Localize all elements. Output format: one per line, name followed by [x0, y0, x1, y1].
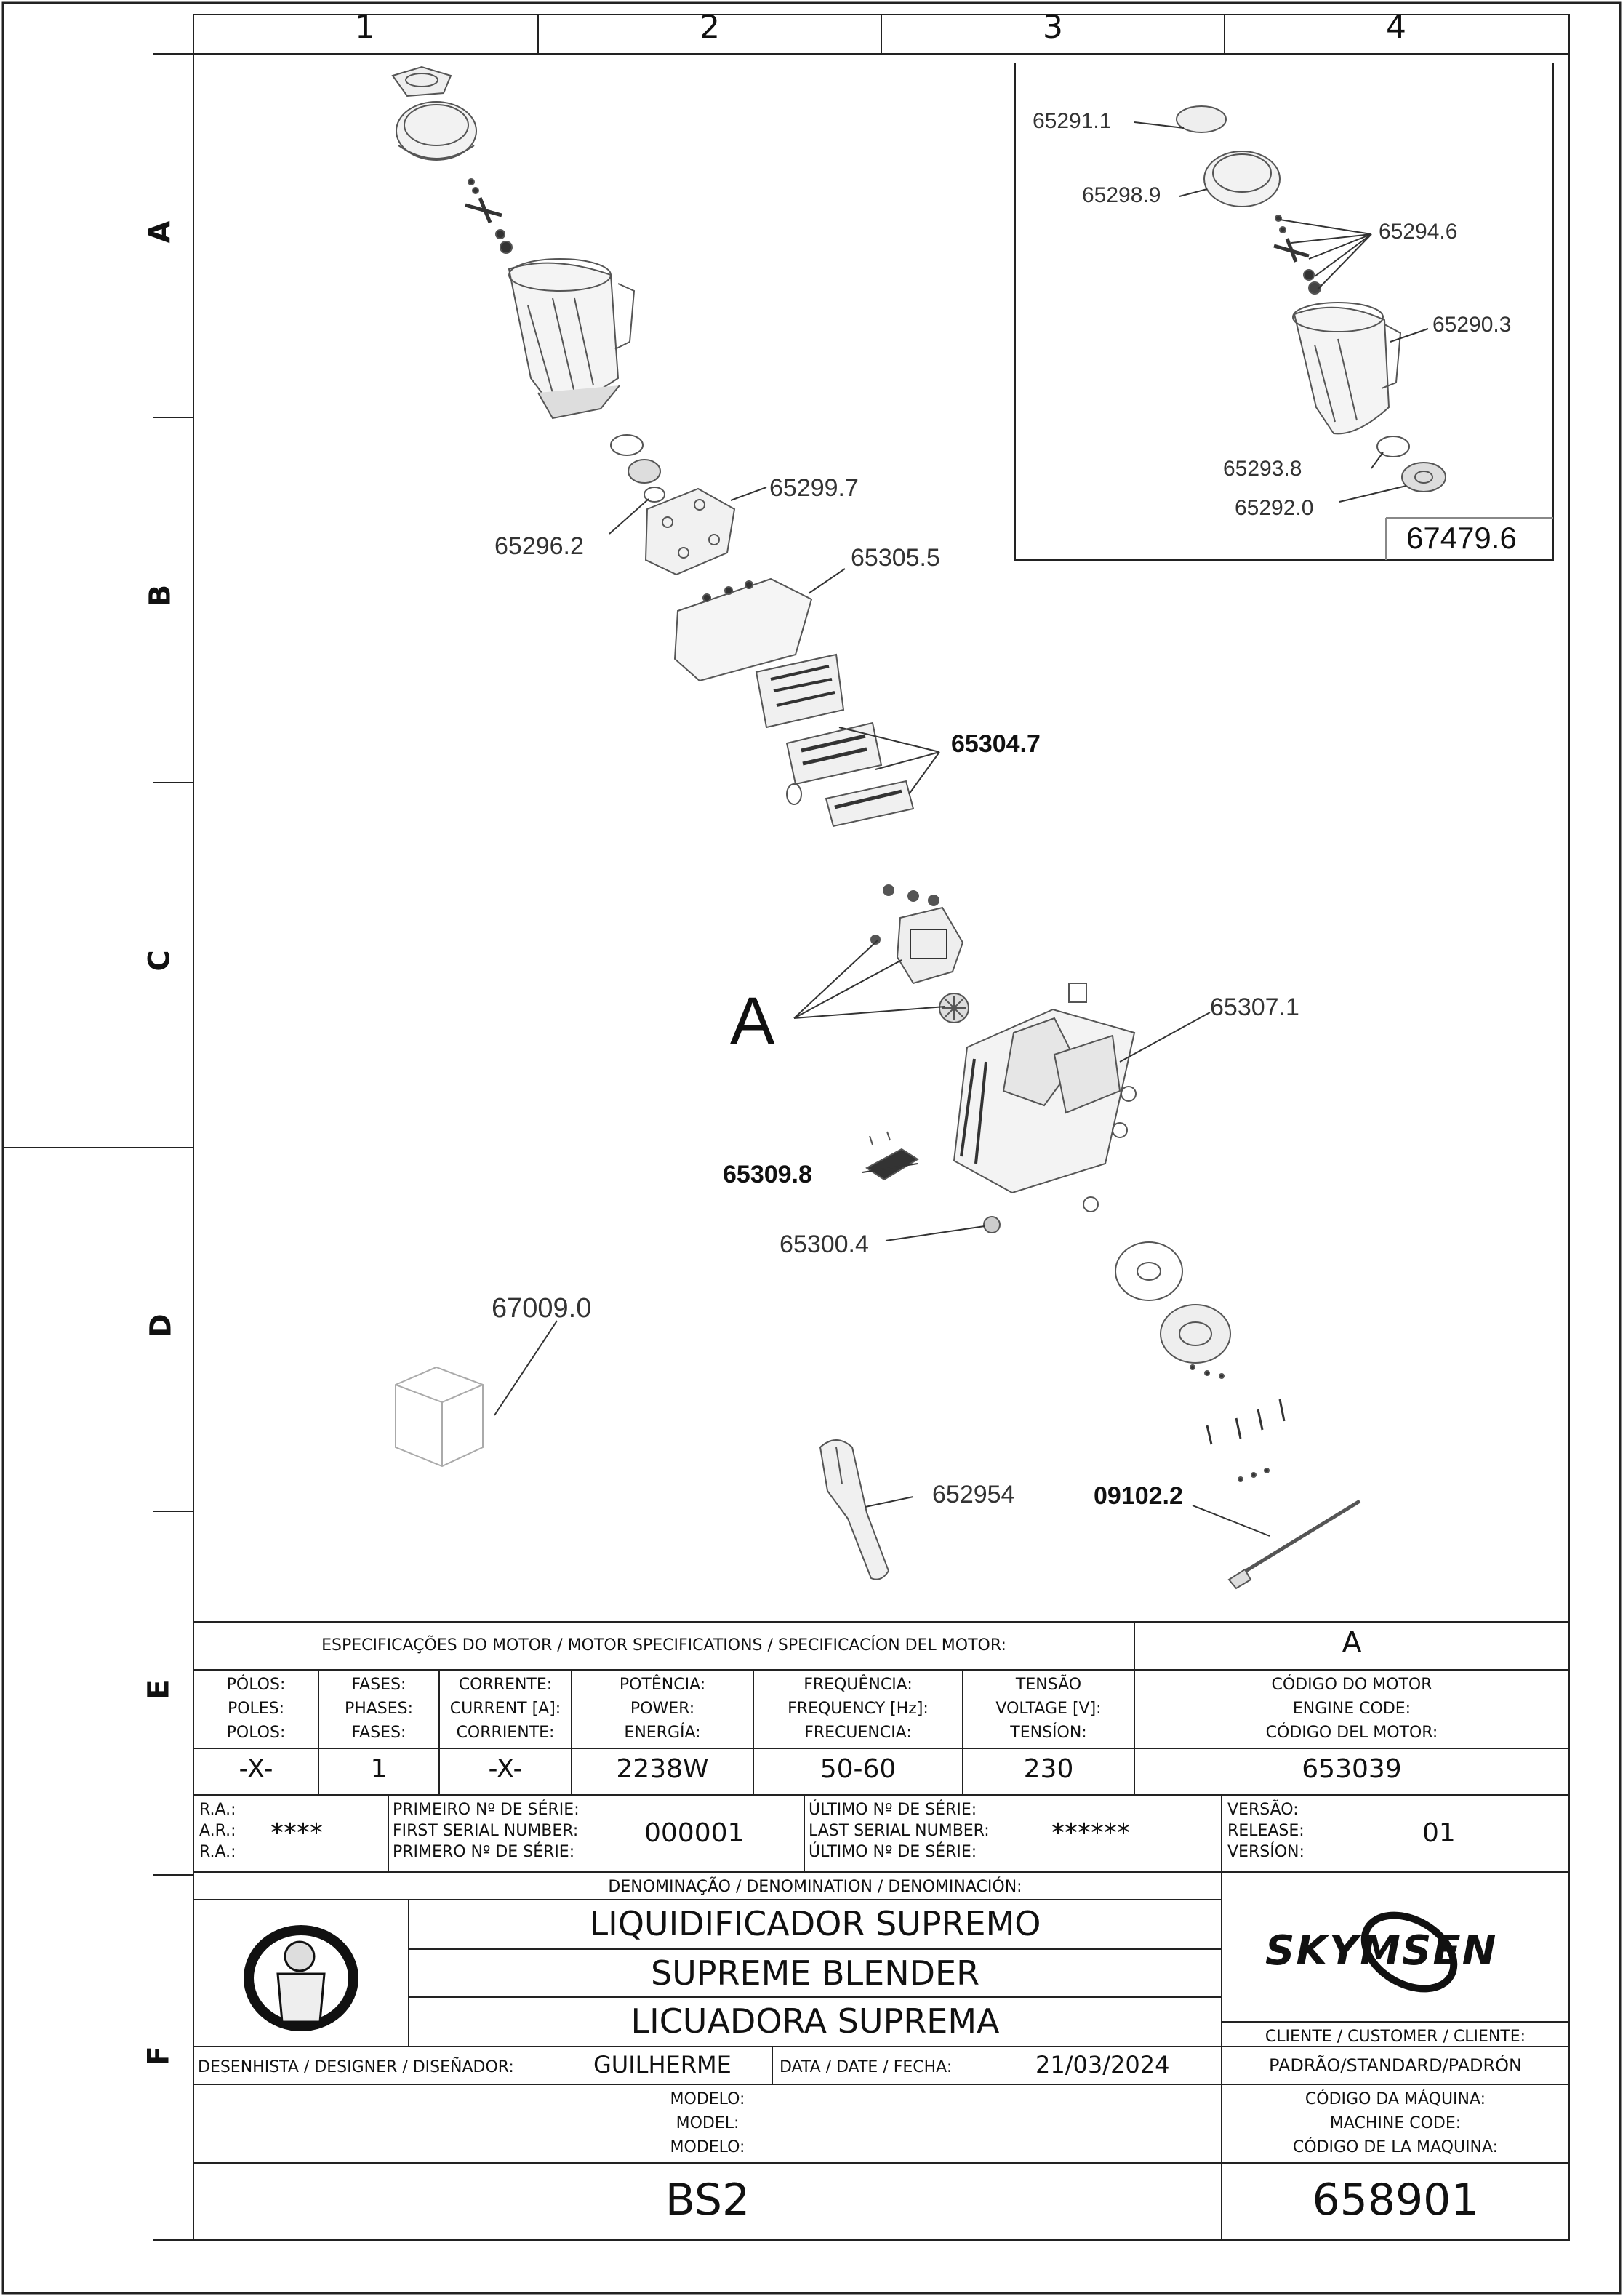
- engine-letter: A: [1342, 1626, 1362, 1660]
- product-name-pt: LIQUIDIFICADOR SUPREMO: [589, 1904, 1041, 1943]
- lid-part: [396, 101, 477, 161]
- grid-row-label: F: [142, 2046, 176, 2066]
- part-callout: 65309.8: [723, 1161, 812, 1188]
- model-value: BS2: [665, 2175, 750, 2225]
- grid-row-label: D: [144, 1313, 178, 1338]
- poles-header: PÓLOS:POLES:POLOS:: [226, 1676, 286, 1742]
- power-value: 2238W: [616, 1754, 709, 1784]
- inset-callout: 65293.8: [1223, 457, 1302, 481]
- product-name-es: LICUADORA SUPREMA: [630, 2001, 1000, 2041]
- machine-code-value: 658901: [1312, 2175, 1479, 2225]
- inset-callout: 65298.9: [1082, 183, 1161, 207]
- part-callout: 67009.0: [492, 1293, 592, 1324]
- grid-column-label: 1: [355, 9, 375, 46]
- jar-part: [508, 258, 636, 420]
- first-serial-value: 000001: [644, 1818, 745, 1848]
- upper-housing-part: [673, 577, 813, 682]
- grid-column-label: 4: [1386, 9, 1406, 46]
- first-serial-labels: PRIMEIRO Nº DE SÉRIE:FIRST SERIAL NUMBER…: [393, 1801, 580, 1861]
- engine-code-value: 653039: [1302, 1754, 1402, 1784]
- assistance-seal: [244, 1925, 358, 2031]
- lid-cap-part: [391, 65, 452, 97]
- grid-row-label: E: [142, 1679, 176, 1700]
- designer-label: DESENHISTA / DESIGNER / DISEÑADOR:: [198, 2058, 514, 2076]
- box-part: [395, 1366, 484, 1468]
- assembly-code: 67479.6: [1406, 521, 1517, 555]
- inset-jar-drawing: [1176, 105, 1446, 492]
- inset-callout: 65291.1: [1033, 109, 1112, 133]
- frequency-value: 50-60: [819, 1754, 897, 1784]
- grid-column-label: 3: [1043, 9, 1063, 46]
- power-cord-part: [1227, 1499, 1361, 1590]
- denomination-heading: DENOMINAÇÃO / DENOMINATION / DENOMINACIÓ…: [608, 1878, 1022, 1896]
- part-callout: 09102.2: [1094, 1482, 1183, 1510]
- phases-value: 1: [370, 1754, 388, 1784]
- seal-gear-part: [610, 434, 665, 503]
- switch-part: [865, 1131, 919, 1181]
- client-value: PADRÃO/STANDARD/PADRÓN: [1269, 2055, 1522, 2076]
- machine-code-labels: CÓDIGO DA MÁQUINA:MACHINE CODE:CÓDIGO DE…: [1292, 2090, 1499, 2156]
- detail-reference-label: A: [730, 984, 775, 1058]
- last-serial-value: ******: [1051, 1818, 1130, 1848]
- grid-row-label: C: [143, 950, 177, 972]
- skymsen-logo: [1360, 1911, 1458, 1993]
- last-serial-labels: ÚLTIMO Nº DE SÉRIE:LAST SERIAL NUMBER:ÚL…: [809, 1801, 990, 1861]
- blade-small-parts: [465, 178, 513, 254]
- poles-value: -X-: [239, 1754, 273, 1784]
- release-value: 01: [1422, 1818, 1456, 1848]
- detail-a-parts: [870, 884, 969, 1023]
- inset-callout: 65294.6: [1379, 220, 1458, 244]
- frequency-header: FREQUÊNCIA:FREQUENCY [Hz]:FRECUENCIA:: [788, 1676, 929, 1742]
- part-callout: 65307.1: [1210, 993, 1299, 1021]
- part-callout: 65300.4: [780, 1231, 869, 1258]
- inset-callout: 65292.0: [1235, 496, 1314, 520]
- grid-row-label: B: [143, 584, 177, 607]
- client-heading: CLIENTE / CUSTOMER / CLIENTE:: [1265, 2028, 1526, 2046]
- exploded-view: [391, 65, 1361, 1590]
- foot-part: [983, 1216, 1001, 1233]
- ra-value: ****: [270, 1818, 323, 1848]
- release-labels: VERSÃO:RELEASE:VERSÍON:: [1227, 1801, 1305, 1861]
- part-callout: 65304.7: [951, 730, 1041, 758]
- grid-row-label: A: [143, 220, 177, 244]
- shaft-part: [819, 1439, 890, 1580]
- brand-logo: SKYMSEN: [1265, 1927, 1498, 1975]
- model-labels: MODELO:MODEL:MODELO:: [670, 2090, 745, 2156]
- bottom-disc-parts: [1115, 1241, 1286, 1482]
- motor-spec-heading: ESPECIFICAÇÕES DO MOTOR / MOTOR SPECIFIC…: [321, 1636, 1006, 1655]
- motor-base-part: [953, 983, 1137, 1212]
- date-value: 21/03/2024: [1035, 2051, 1170, 2079]
- power-header: POTÊNCIA:POWER:ENERGÍA:: [619, 1676, 706, 1742]
- part-callout: 65305.5: [851, 544, 940, 572]
- part-callout: 652954: [932, 1481, 1015, 1508]
- current-header: CORRENTE:CURRENT [A]:CORRIENTE:: [449, 1676, 561, 1742]
- coupling-plate-part: [644, 487, 736, 576]
- product-name-en: SUPREME BLENDER: [650, 1953, 980, 1993]
- phases-header: FASES:PHASES:FASES:: [344, 1676, 414, 1742]
- leader-lines: [494, 121, 1429, 1537]
- part-callout: 65299.7: [769, 474, 859, 502]
- grid-column-label: 2: [700, 9, 720, 46]
- part-callout: 65296.2: [494, 532, 584, 560]
- current-value: -X-: [488, 1754, 523, 1784]
- inset-callout: 65290.3: [1432, 313, 1512, 337]
- voltage-value: 230: [1023, 1754, 1074, 1784]
- date-label: DATA / DATE / FECHA:: [780, 2058, 953, 2076]
- control-panel-parts: [755, 653, 915, 828]
- designer-value: GUILHERME: [593, 2051, 732, 2079]
- ra-labels: R.A.:A.R.:R.A.:: [199, 1801, 236, 1861]
